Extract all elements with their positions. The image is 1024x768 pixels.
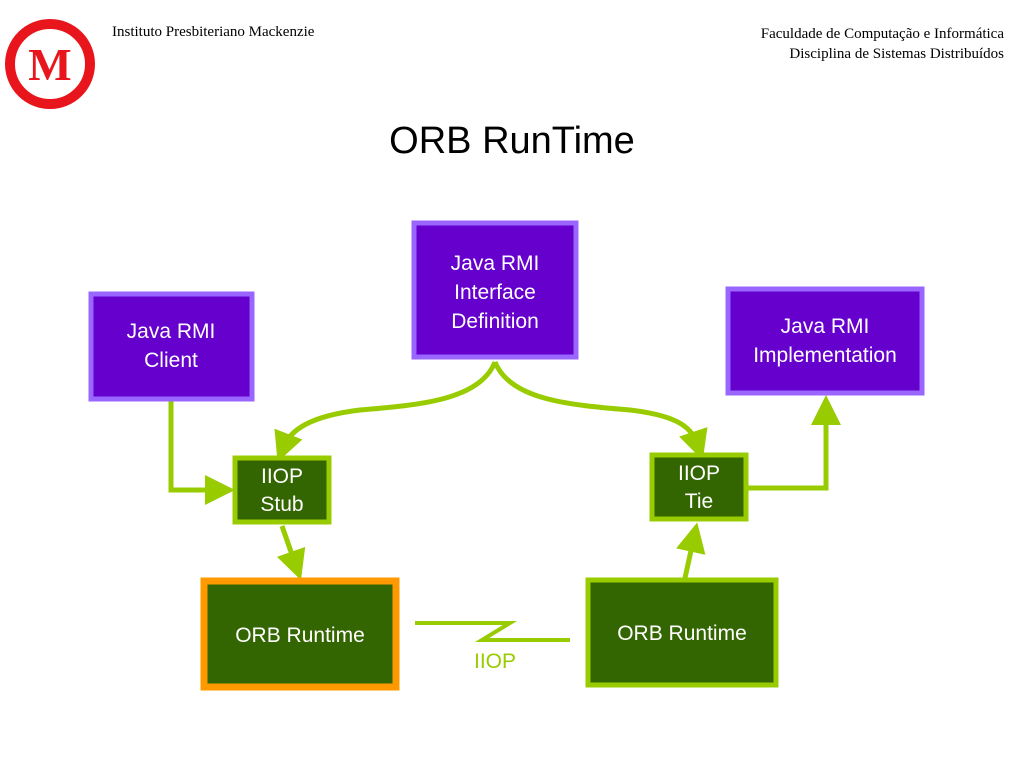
orb-left-label: ORB Runtime	[235, 624, 365, 647]
mackenzie-logo: M	[5, 19, 95, 109]
logo-letter: M	[28, 39, 71, 90]
institution-name: Instituto Presbiteriano Mackenzie	[112, 24, 315, 40]
course-name: Disciplina de Sistemas Distribuídos	[789, 46, 1004, 62]
arrow-tie-to-implementation	[748, 395, 841, 491]
iiop-link-line	[415, 621, 570, 642]
header-right: Faculdade de Computação e Informática Di…	[761, 24, 1004, 64]
implementation-box-line-1: Java RMI	[781, 315, 870, 338]
interface-box-line-2: Interface	[454, 281, 536, 304]
arrow-orb-right-to-tie	[676, 522, 706, 579]
iiop-tie-box: IIOP Tie	[649, 452, 749, 522]
implementation-box-line-2: Implementation	[753, 344, 897, 367]
arrow-client-to-stub	[168, 400, 235, 505]
slide-title: ORB RunTime	[389, 120, 635, 162]
arrow-interface-to-stub	[274, 360, 498, 462]
interface-box-line-1: Java RMI	[451, 252, 540, 275]
arrow-interface-to-tie	[492, 360, 708, 461]
client-box: Java RMI Client	[88, 291, 255, 402]
stub-box-line-2: Stub	[260, 493, 303, 516]
orb-runtime-right-box: ORB Runtime	[585, 577, 779, 688]
tie-box-line-1: IIOP	[678, 462, 720, 485]
implementation-box: Java RMI Implementation	[725, 286, 925, 396]
client-box-line-1: Java RMI	[127, 320, 216, 343]
client-box-line-2: Client	[144, 349, 198, 372]
orb-runtime-left-box: ORB Runtime	[200, 577, 400, 691]
stub-box-line-1: IIOP	[261, 465, 303, 488]
iiop-link-label: IIOP	[474, 650, 516, 673]
arrow-stub-to-orb-left	[276, 525, 306, 581]
iiop-stub-box: IIOP Stub	[232, 455, 332, 525]
orb-right-label: ORB Runtime	[617, 622, 747, 645]
faculty-name: Faculdade de Computação e Informática	[760, 26, 1004, 42]
interface-definition-box: Java RMI Interface Definition	[411, 220, 579, 360]
tie-box-line-2: Tie	[685, 490, 713, 513]
interface-box-line-3: Definition	[451, 310, 539, 333]
